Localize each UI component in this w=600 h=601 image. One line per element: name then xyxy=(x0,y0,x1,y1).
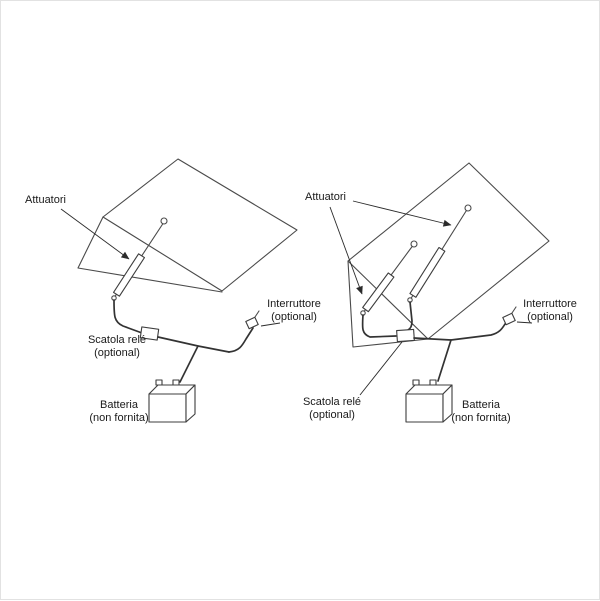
right-switch-lead xyxy=(511,306,517,314)
right-actuators-arrow-front xyxy=(329,206,363,295)
right-battery-terminal-2 xyxy=(429,379,437,386)
right-actuator-front-top-joint xyxy=(410,240,418,248)
right-switch-note: (optional) xyxy=(527,311,573,323)
right-relay-note: (optional) xyxy=(309,409,355,421)
left-battery-note: (non fornita) xyxy=(89,412,148,424)
right-battery-front xyxy=(405,393,444,423)
left-battery-front xyxy=(148,393,187,423)
right-switch-plug xyxy=(502,312,516,326)
left-wire-relay-to-junction xyxy=(157,336,230,353)
left-wire-actuator-to-relay xyxy=(113,299,143,334)
left-relay-note: (optional) xyxy=(94,347,140,359)
left-relay-label: Scatola relé xyxy=(88,334,146,346)
left-relay-box xyxy=(139,326,160,341)
right-switch xyxy=(502,306,517,326)
left-actuator-top-joint xyxy=(160,217,168,225)
left-switch xyxy=(245,310,260,330)
left-battery-terminal-2 xyxy=(172,379,180,386)
right-actuator-rear xyxy=(407,204,472,303)
right-actuators-arrow-rear xyxy=(352,200,452,227)
left-battery xyxy=(148,379,196,423)
left-switch-label: Interruttore xyxy=(267,298,321,310)
left-actuators-label: Attuatori xyxy=(25,194,66,206)
right-actuator-front-cylinder xyxy=(362,272,395,313)
right-diagram: Attuatori Interruttore (optional) Scatol… xyxy=(303,162,577,424)
right-battery-side xyxy=(442,384,453,423)
right-actuator-rear-top-joint xyxy=(464,204,472,212)
right-wire-front-actuator-to-relay xyxy=(361,314,397,338)
left-wire-to-switch xyxy=(228,327,254,353)
left-actuators-arrow xyxy=(60,208,130,260)
left-actuator-cylinder xyxy=(112,253,146,297)
left-diagram: Attuatori Interruttore (optional) Scatol… xyxy=(25,158,321,424)
left-battery-label: Batteria xyxy=(100,399,139,411)
right-battery-label: Batteria xyxy=(462,399,501,411)
right-relay-label: Scatola relé xyxy=(303,396,361,408)
right-actuator-rear-cylinder xyxy=(409,246,446,298)
left-switch-leader xyxy=(260,322,281,327)
left-battery-side xyxy=(185,384,196,423)
right-wire-to-battery xyxy=(437,339,452,382)
right-battery-terminal-1 xyxy=(412,379,420,386)
right-relay-box xyxy=(396,328,415,343)
right-actuators-label: Attuatori xyxy=(305,191,346,203)
right-battery-note: (non fornita) xyxy=(451,412,510,424)
right-actuator-front xyxy=(360,240,418,316)
left-actuator xyxy=(111,217,168,301)
left-wire-to-battery xyxy=(179,345,199,383)
left-battery-terminal-1 xyxy=(155,379,163,386)
right-wire-relay-to-switch xyxy=(413,323,506,341)
left-switch-note: (optional) xyxy=(271,311,317,323)
right-switch-leader xyxy=(516,321,533,324)
right-hatch-lid xyxy=(347,162,550,340)
right-battery xyxy=(405,379,453,423)
left-hatch-lid xyxy=(102,158,298,292)
left-switch-lead xyxy=(254,310,260,318)
right-relay-leader xyxy=(359,341,403,396)
right-switch-label: Interruttore xyxy=(523,298,577,310)
left-switch-plug xyxy=(245,316,259,330)
